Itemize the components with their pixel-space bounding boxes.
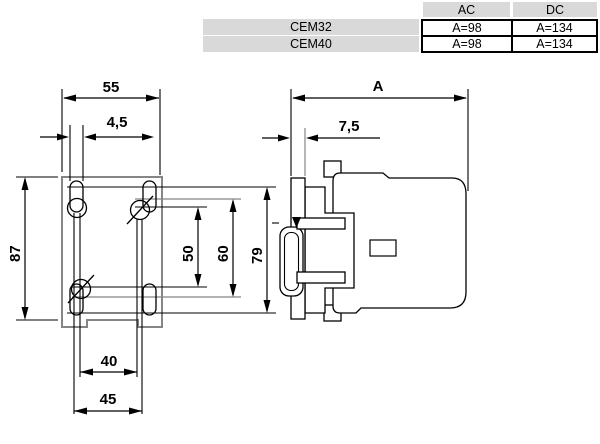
dim-50-label: 50 — [180, 245, 197, 262]
mounting-slot-top-left — [69, 180, 84, 213]
nameplate-rect — [369, 239, 397, 257]
dim-4-5-label: 4,5 — [107, 114, 128, 131]
table-row-label: CEM40 — [203, 36, 419, 52]
dim-45: 45 — [74, 391, 142, 415]
hole-circle-top-right — [129, 199, 151, 221]
table-row-label: CEM32 — [203, 19, 419, 35]
front-view: 55 4,5 87 — [7, 79, 276, 415]
hole-circle-top-left — [66, 197, 88, 219]
terminal-clamp-bottom — [296, 271, 346, 284]
dim-45-label: 45 — [100, 391, 117, 408]
latch-marker — [292, 217, 301, 228]
table-value-cem40-ac: A=98 — [421, 35, 513, 53]
dim-40: 40 — [80, 353, 137, 376]
dim-50: 50 — [180, 207, 202, 287]
dim-87-label: 87 — [7, 245, 24, 262]
dim-60: 60 — [215, 199, 237, 297]
dim-79: 79 — [249, 187, 271, 313]
dim-87: 87 — [7, 176, 58, 321]
diameter-slash — [67, 274, 95, 304]
dim-55: 55 — [61, 79, 161, 175]
dim-55-label: 55 — [103, 79, 120, 96]
din-spring-clip-inner — [283, 231, 300, 292]
hole-circle-bottom-left — [70, 278, 92, 300]
table-value-cem40-dc: A=134 — [511, 35, 598, 53]
dim-7-5-label: 7,5 — [339, 118, 360, 135]
mounting-slot-bottom-left — [69, 283, 84, 316]
mounting-slot-bottom-right — [142, 283, 157, 316]
dim-79-label: 79 — [249, 247, 266, 264]
dim-a-label: A — [373, 78, 384, 95]
dim-4-5: 4,5 — [40, 114, 154, 141]
front-body-outline — [61, 176, 163, 328]
dim-40-label: 40 — [101, 353, 118, 370]
diameter-slash — [126, 195, 154, 225]
dim-60-label: 60 — [215, 245, 232, 262]
terminal-clamp-top — [296, 217, 346, 230]
dim-a: A — [290, 78, 469, 191]
table-header-dc: DC — [513, 2, 597, 17]
side-body-outline — [332, 172, 467, 314]
din-spring-clip — [279, 226, 304, 297]
side-view: A 7,5 — [262, 78, 469, 322]
dim-7-5: 7,5 — [262, 118, 380, 176]
table-header-ac: AC — [423, 2, 510, 17]
